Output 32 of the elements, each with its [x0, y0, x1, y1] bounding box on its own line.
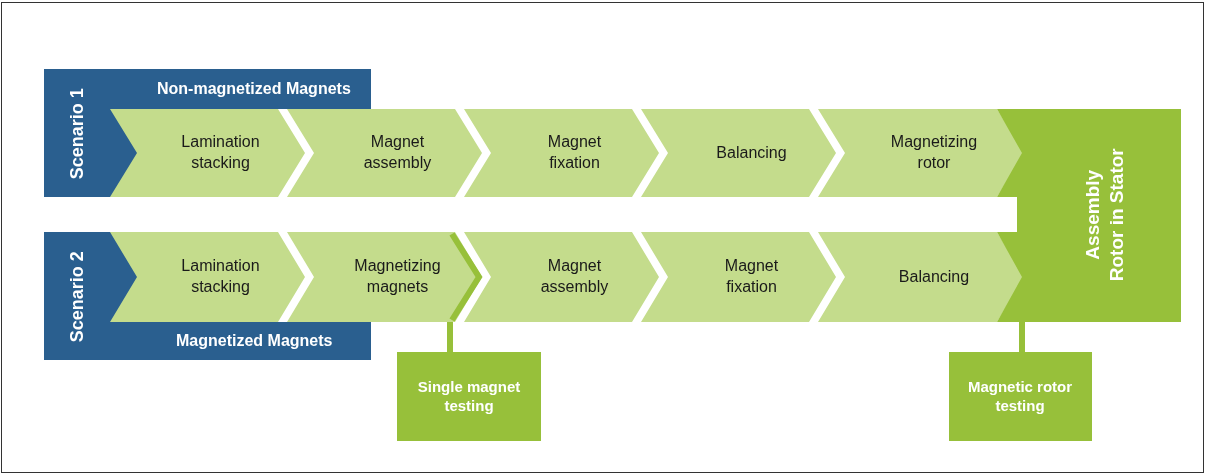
final-step-block: [997, 109, 1181, 322]
test-label: Magnetic rotor testing: [966, 376, 1074, 416]
step-label: Magnetizing rotor: [889, 132, 979, 173]
process-step: [641, 232, 836, 322]
step-label: Magnet assembly: [362, 132, 433, 173]
final-step-label: Assembly Rotor in Stator: [1081, 147, 1128, 284]
test-label: Single magnet testing: [416, 376, 522, 416]
process-step: [818, 232, 1024, 322]
process-step: [287, 109, 482, 197]
step-label: Balancing: [715, 142, 788, 163]
band-heading: Magnetized Magnets: [176, 330, 333, 351]
process-step: [110, 109, 305, 197]
band-heading: Non-magnetized Magnets: [157, 78, 351, 99]
step-label: Magnetizing magnets: [353, 256, 442, 297]
scenario-label: Scenario 1: [65, 87, 88, 179]
process-step: [641, 109, 836, 197]
connector-line: [447, 322, 453, 352]
process-step: [464, 109, 659, 197]
connector-line: [1019, 322, 1025, 352]
test-box: [949, 352, 1092, 441]
step-label: Balancing: [897, 266, 971, 287]
process-step: [464, 232, 659, 322]
scenario-label: Scenario 2: [65, 250, 88, 342]
test-box: [397, 352, 541, 441]
step-label: Magnet fixation: [546, 132, 603, 173]
step-label: Lamination stacking: [180, 256, 261, 297]
step-label: Lamination stacking: [180, 132, 261, 173]
step-label: Magnet fixation: [723, 256, 780, 297]
step-label: Magnet assembly: [539, 256, 610, 297]
process-step: [818, 109, 1024, 197]
process-step: [287, 232, 482, 322]
process-step: [110, 232, 305, 322]
